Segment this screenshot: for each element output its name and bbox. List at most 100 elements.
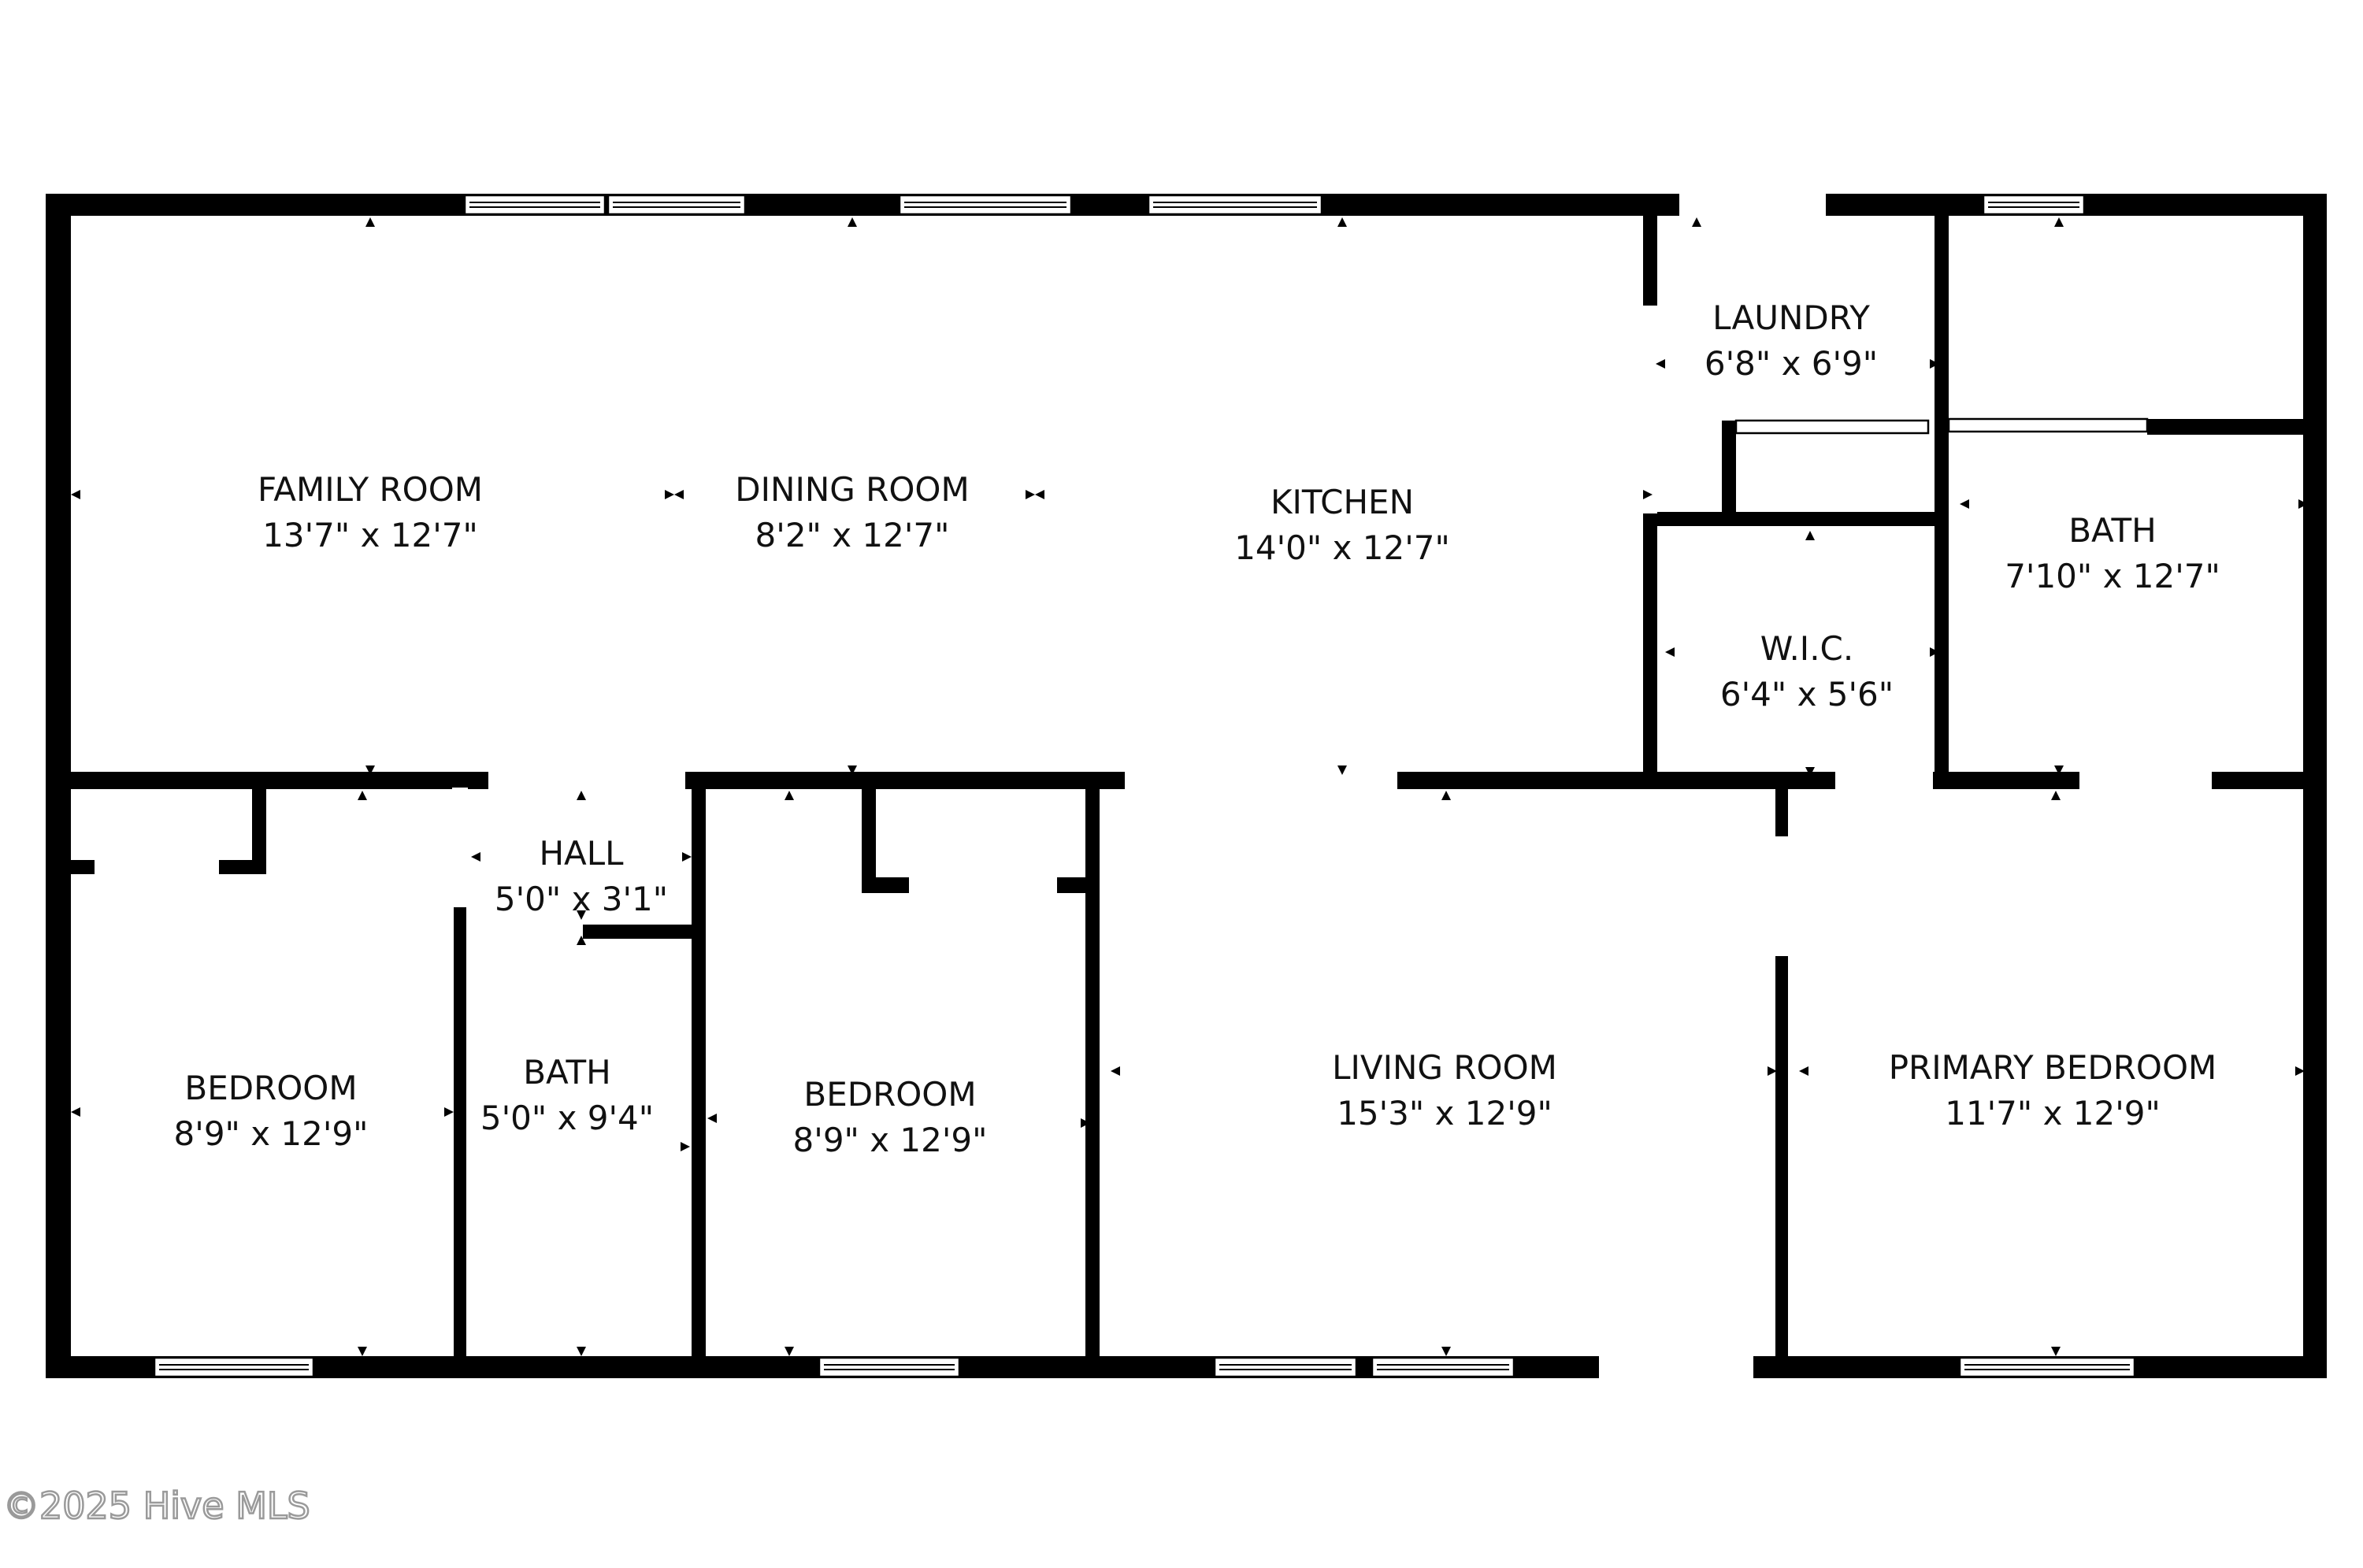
room-name: DINING ROOM: [735, 470, 969, 509]
room-label-wic: W.I.C.6'4" x 5'6": [1720, 629, 1894, 714]
dimension-arrow: [681, 1142, 690, 1151]
room-dimensions: 11'7" x 12'9": [1945, 1094, 2161, 1132]
wall-segment: [46, 1356, 2327, 1378]
dimension-arrow: [1665, 647, 1675, 657]
dimension-arrow: [1111, 1066, 1120, 1076]
room-name: BEDROOM: [803, 1075, 976, 1114]
window: [1958, 1356, 2136, 1378]
dimension-arrow: [1337, 765, 1347, 775]
dimension-arrow: [577, 910, 586, 920]
dimension-markers: [71, 217, 2308, 1356]
dimension-arrow: [2054, 217, 2064, 227]
room-dimensions: 6'8" x 6'9": [1705, 344, 1878, 383]
dimension-arrow: [848, 765, 857, 775]
dimension-arrow: [2295, 1066, 2305, 1076]
opening: [466, 923, 583, 940]
room-name: FAMILY ROOM: [258, 470, 483, 509]
room-label-bath-primary: BATH 7'10" x 12'7": [2005, 511, 2220, 595]
interior-window: [1734, 419, 1930, 435]
room-dimensions: 7'10" x 12'7": [2005, 557, 2220, 595]
dimension-arrow: [1035, 490, 1044, 499]
dimension-arrow: [71, 490, 80, 499]
room-dimensions: 5'0" x 9'4": [480, 1099, 654, 1137]
window: [607, 194, 747, 216]
room-label-family-room: FAMILY ROOM 13'7" x 12'7": [258, 470, 483, 554]
wall-segment: [1722, 421, 1736, 515]
wall-segment: [2147, 419, 2311, 435]
dimension-arrow: [71, 1107, 80, 1117]
room-label-bedroom-middle: BEDROOM 8'9" x 12'9": [793, 1075, 988, 1159]
dimension-arrow: [1692, 217, 1701, 227]
room-label-kitchen: KITCHEN 14'0" x 12'7": [1234, 483, 1450, 567]
room-label-bedroom-left: BEDROOM 8'9" x 12'9": [174, 1069, 369, 1153]
opening: [452, 788, 468, 907]
room-name: BATH: [2068, 511, 2157, 550]
room-name: KITCHEN: [1271, 483, 1414, 521]
dimension-arrow: [577, 1347, 586, 1356]
room-name: LIVING ROOM: [1332, 1048, 1557, 1087]
room-name: BEDROOM: [184, 1069, 357, 1107]
dimension-arrow: [1805, 531, 1815, 540]
room-dimensions: 13'7" x 12'7": [262, 516, 478, 554]
room-dimensions: 8'9" x 12'9": [793, 1121, 988, 1159]
interior-window: [1947, 417, 2149, 433]
dimension-arrow: [674, 490, 684, 499]
wall-segment: [1657, 512, 1949, 526]
opening: [2079, 772, 2212, 791]
dimension-arrow: [848, 217, 857, 227]
dimension-arrow: [1960, 499, 1969, 509]
window: [1371, 1356, 1515, 1378]
dimension-arrow: [1930, 359, 1939, 369]
room-dimensions: 14'0" x 12'7": [1234, 528, 1450, 567]
opening: [1774, 836, 1790, 956]
room-dimensions: 5'0" x 3'1": [495, 880, 668, 918]
room-dimensions: 8'9" x 12'9": [174, 1114, 369, 1153]
dimension-arrow: [1805, 767, 1815, 777]
opening: [1679, 192, 1826, 217]
dimension-arrow: [2298, 499, 2308, 509]
dimension-arrow: [1768, 1066, 1777, 1076]
dimension-arrow: [577, 791, 586, 800]
room-label-laundry: LAUNDRY 6'8" x 6'9": [1705, 298, 1878, 383]
window: [153, 1356, 315, 1378]
wall-segment: [1085, 781, 1100, 1361]
window: [898, 194, 1073, 216]
room-label-living-room: LIVING ROOM 15'3" x 12'9": [1332, 1048, 1557, 1132]
room-label-primary-bedroom: PRIMARY BEDROOM 11'7" x 12'9": [1889, 1048, 2217, 1132]
dimension-arrow: [1026, 490, 1035, 499]
wall-segment: [1643, 194, 1657, 306]
dimension-arrow: [2051, 1347, 2061, 1356]
dimension-arrow: [2054, 765, 2064, 775]
dimension-arrow: [785, 1347, 794, 1356]
opening: [1599, 1355, 1753, 1380]
dimension-arrow: [471, 852, 480, 862]
dimension-arrow: [444, 1107, 454, 1117]
opening: [1125, 772, 1397, 791]
dimension-arrow: [2051, 791, 2061, 800]
dimension-arrow: [785, 791, 794, 800]
dimension-arrow: [682, 852, 692, 862]
opening: [1835, 772, 1933, 791]
dimension-arrow: [1799, 1066, 1808, 1076]
opening: [488, 772, 685, 791]
dimension-arrow: [365, 765, 375, 775]
wall-segment: [1935, 194, 1949, 786]
room-name: BATH: [523, 1053, 611, 1092]
wall-segment: [583, 925, 706, 939]
wall-segment: [454, 906, 466, 1362]
dimension-arrow: [665, 490, 674, 499]
room-name: LAUNDRY: [1712, 298, 1870, 337]
dimension-arrow: [1441, 1347, 1451, 1356]
dimension-arrow: [707, 1114, 717, 1123]
room-label-bath-hall: BATH 5'0" x 9'4": [480, 1053, 654, 1137]
window: [1982, 194, 2086, 216]
room-name: PRIMARY BEDROOM: [1889, 1048, 2217, 1087]
wall-segment: [252, 781, 266, 874]
room-dimensions: 6'4" x 5'6": [1720, 675, 1894, 714]
dimension-arrow: [1930, 647, 1939, 657]
opening: [95, 858, 219, 876]
watermark-credit: ©2025 Hive MLS: [3, 1485, 310, 1527]
room-dimensions: 15'3" x 12'9": [1337, 1094, 1552, 1132]
